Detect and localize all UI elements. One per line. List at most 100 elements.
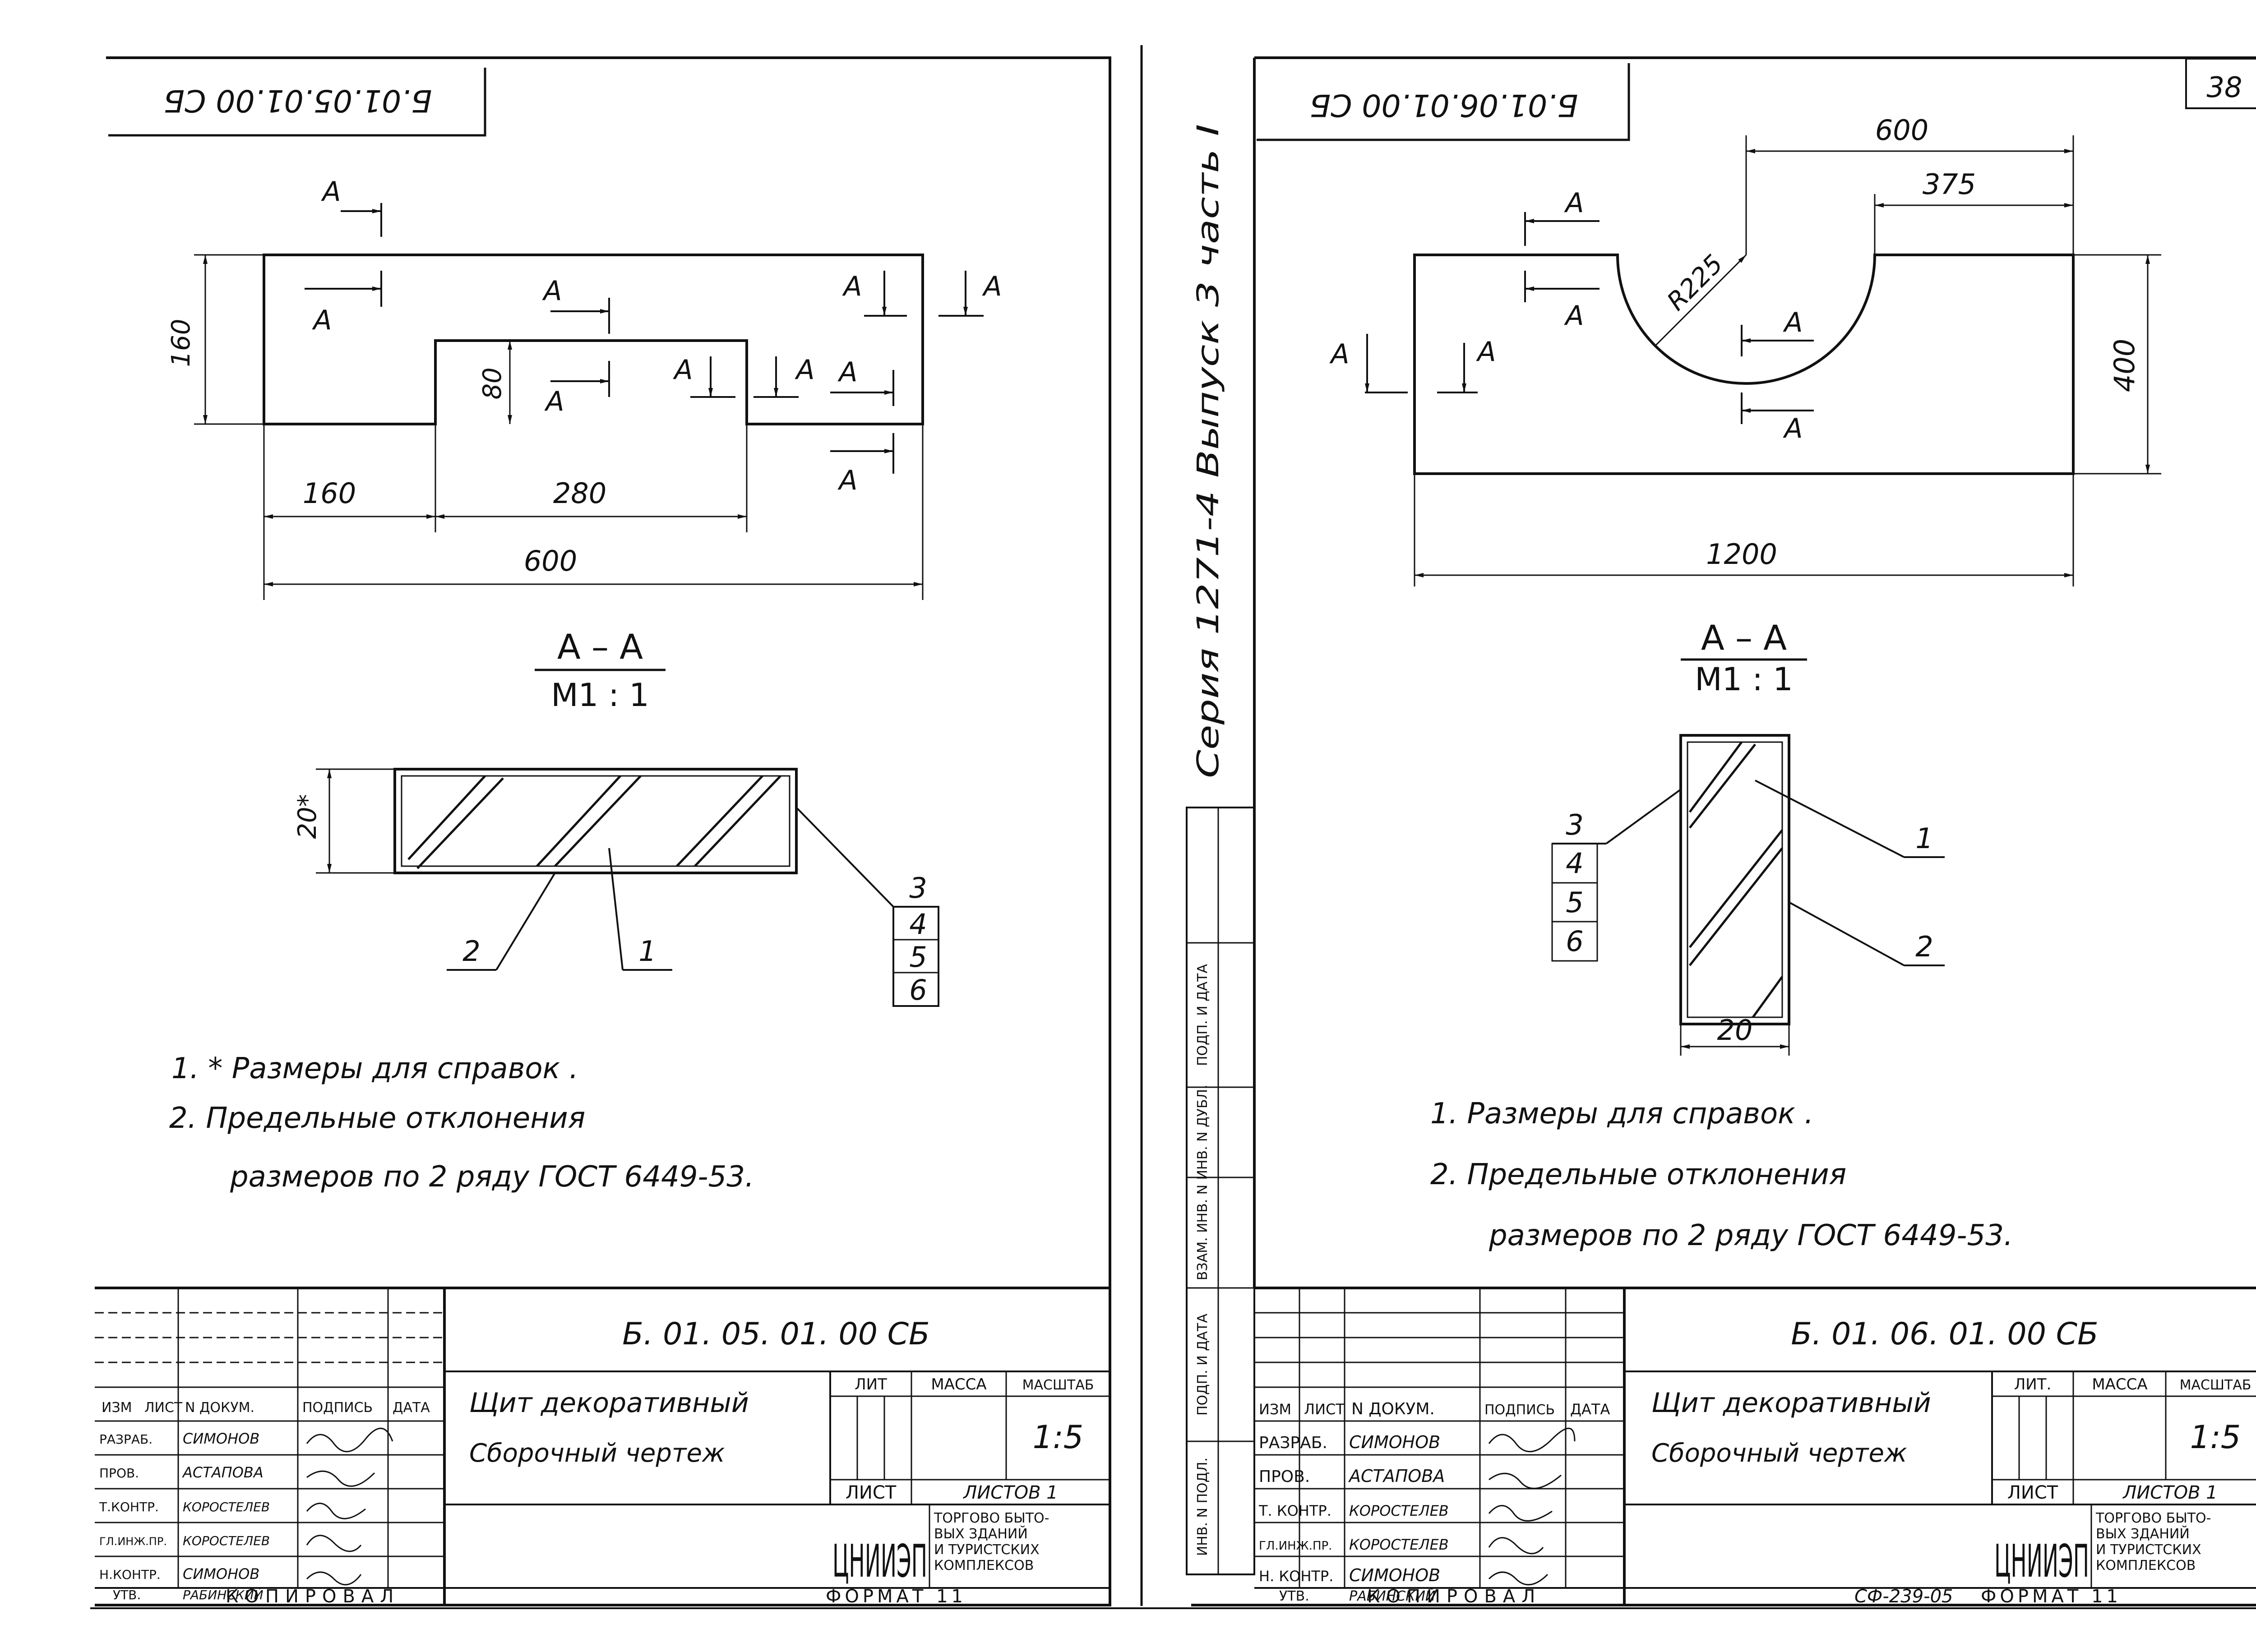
tb-org-desc: И ТУРИСТСКИХ [2096,1542,2201,1558]
section-letter: А [794,354,814,386]
title-block-right [1254,1287,2256,1605]
panel-plan-outline [263,254,924,425]
tb-name: КОРОСТЕЛЕВ [1349,1502,1449,1519]
callout-number: 4 [1566,847,1583,880]
section-marks [1365,212,1814,424]
section-letter: А [1782,307,1803,338]
section-scale: М1 : 1 [551,677,649,714]
callout-number: 6 [909,974,927,1006]
tb-head-izm: ИЗМ [102,1400,132,1416]
right-sheet: 38 Б.01.06.01.00 СБ Серия 1271-4 Выпуск … [1140,45,2256,1607]
panel-plan-outline [1413,254,2075,475]
tb-name: СИМОНОВ [183,1565,259,1583]
tb-role: ГЛ.ИНЖ.ПР. [99,1535,167,1548]
title-block-left [95,1287,1110,1605]
section-letter: А [544,386,564,417]
tb-name-line2: Сборочный чертеж [1651,1439,1907,1468]
tb-head-date: ДАТА [1570,1401,1610,1418]
tb-role: РАЗРАБ. [1259,1434,1327,1452]
section-letter: А [837,356,857,388]
tb-copied: КОПИРОВАЛ [226,1586,400,1607]
tb-format: ФОРМАТ 11 [1981,1586,2122,1607]
dim-height: 400 [2108,339,2141,392]
cross-section [1679,734,1790,1025]
tb-name: СИМОНОВ [1349,1565,1440,1585]
section-letter: А [541,275,562,307]
tb-org-desc: И ТУРИСТСКИХ [934,1542,1040,1558]
tb-role: ГЛ.ИНЖ.ПР. [1259,1539,1332,1553]
tb-hdr-mass: МАССА [2092,1375,2147,1394]
tb-role: Н.КОНТР. [99,1567,161,1582]
section-letter: А [672,354,693,386]
dim-step: 80 [478,367,507,399]
callout-number: 5 [909,941,927,974]
tb-role: РАЗРАБ. [99,1432,153,1447]
binding-field: ИНВ. N ДУБЛ. [1195,1084,1211,1180]
tb-org-desc: КОМПЛЕКСОВ [2096,1558,2196,1574]
tb-head-doc: N ДОКУМ. [1351,1400,1435,1418]
tb-name: КОРОСТЕЛЕВ [1349,1536,1449,1553]
tb-hdr-scale: МАСШТАБ [2180,1377,2251,1393]
section-scale: М1 : 1 [1695,661,1793,698]
tb-hdr-mass: МАССА [931,1375,986,1394]
tb-org-desc: ТОРГОВО БЫТО- [2095,1510,2211,1526]
section-letter: А [981,271,1002,302]
section-letter: А [1782,413,1803,444]
tb-role: УТВ. [113,1587,141,1602]
leader-number: 1 [1915,822,1933,855]
note-line: размеров по 2 ряду ГОСТ 6449-53. [1489,1219,2013,1252]
tb-sheet-label: ЛИСТ [2007,1482,2058,1503]
tb-hdr-lit: ЛИТ [855,1375,887,1394]
tb-copied: КОПИРОВАЛ [1367,1586,1541,1607]
left-sheet: Б.01.05.01.00 СБ 160 80 160 280 600 [95,56,1111,1607]
signatures [1488,1427,1576,1586]
binding-field: ПОДП. И ДАТА [1195,964,1211,1066]
tb-name-line2: Сборочный чертеж [469,1439,725,1468]
section-letter: А [320,176,341,208]
tb-scale: 1:5 [2190,1419,2241,1456]
binding-series-text: Серия 1271-4 Выпуск 3 часть I [1191,124,1225,778]
callout-number: 3 [1566,808,1583,841]
tb-drawing-code: Б. 01. 06. 01. 00 СБ [1791,1316,2098,1352]
section-hatching [1688,741,1784,1018]
section-letter: А [841,271,862,302]
section-letter: А [311,305,332,336]
dim-height: 160 [166,319,196,367]
tb-name-line1: Щит декоративный [1651,1387,1931,1419]
section-hatching [407,775,781,869]
tb-role: Т.КОНТР. [99,1500,159,1514]
note-line: 1. Размеры для справок . [1430,1097,1814,1131]
tb-scale: 1:5 [1033,1419,1084,1456]
tb-name: АСТАПОВА [182,1464,264,1481]
callout-number: 3 [909,872,927,904]
section-marks [305,203,984,474]
dim-width-1: 160 [303,477,356,510]
tb-name-line1: Щит декоративный [469,1387,749,1419]
tb-head-date: ДАТА [393,1400,430,1416]
tb-name: РАБИНСКИЙ [1349,1588,1435,1604]
dim-total: 600 [524,545,577,577]
tb-sheets-label: ЛИСТОВ 1 [962,1482,1058,1503]
binding-field: ПОДП. И ДАТА [1195,1314,1211,1416]
tb-org: ЦНИИЭП [1994,1535,2089,1587]
tb-name: КОРОСТЕЛЕВ [183,1500,270,1514]
tb-order: СФ-239-05 [1854,1586,1953,1607]
tb-name: СИМОНОВ [1349,1432,1440,1452]
tb-org-desc: ВЫХ ЗДАНИЙ [934,1526,1028,1542]
rotated-drawing-code: Б.01.06.01.00 СБ [1310,87,1578,123]
section-letter: А [1563,187,1584,219]
tb-head-sheet: ЛИСТ [144,1400,183,1416]
tb-org-desc: КОМПЛЕКСОВ [934,1558,1034,1574]
tb-head-sheet: ЛИСТ [1304,1401,1345,1418]
callout-number: 6 [1566,925,1583,958]
tb-name: КОРОСТЕЛЕВ [183,1533,270,1548]
tb-role: ПРОВ. [1259,1467,1310,1486]
callout-number: 4 [909,908,927,941]
leader-number: 2 [1915,930,1933,963]
section-letter: А [1563,300,1584,332]
tb-head-izm: ИЗМ [1259,1401,1291,1418]
note-line: 1. * Размеры для справок . [171,1052,578,1085]
section-title: А – А [557,627,643,667]
dim-cut-offset: 375 [1923,168,1976,201]
